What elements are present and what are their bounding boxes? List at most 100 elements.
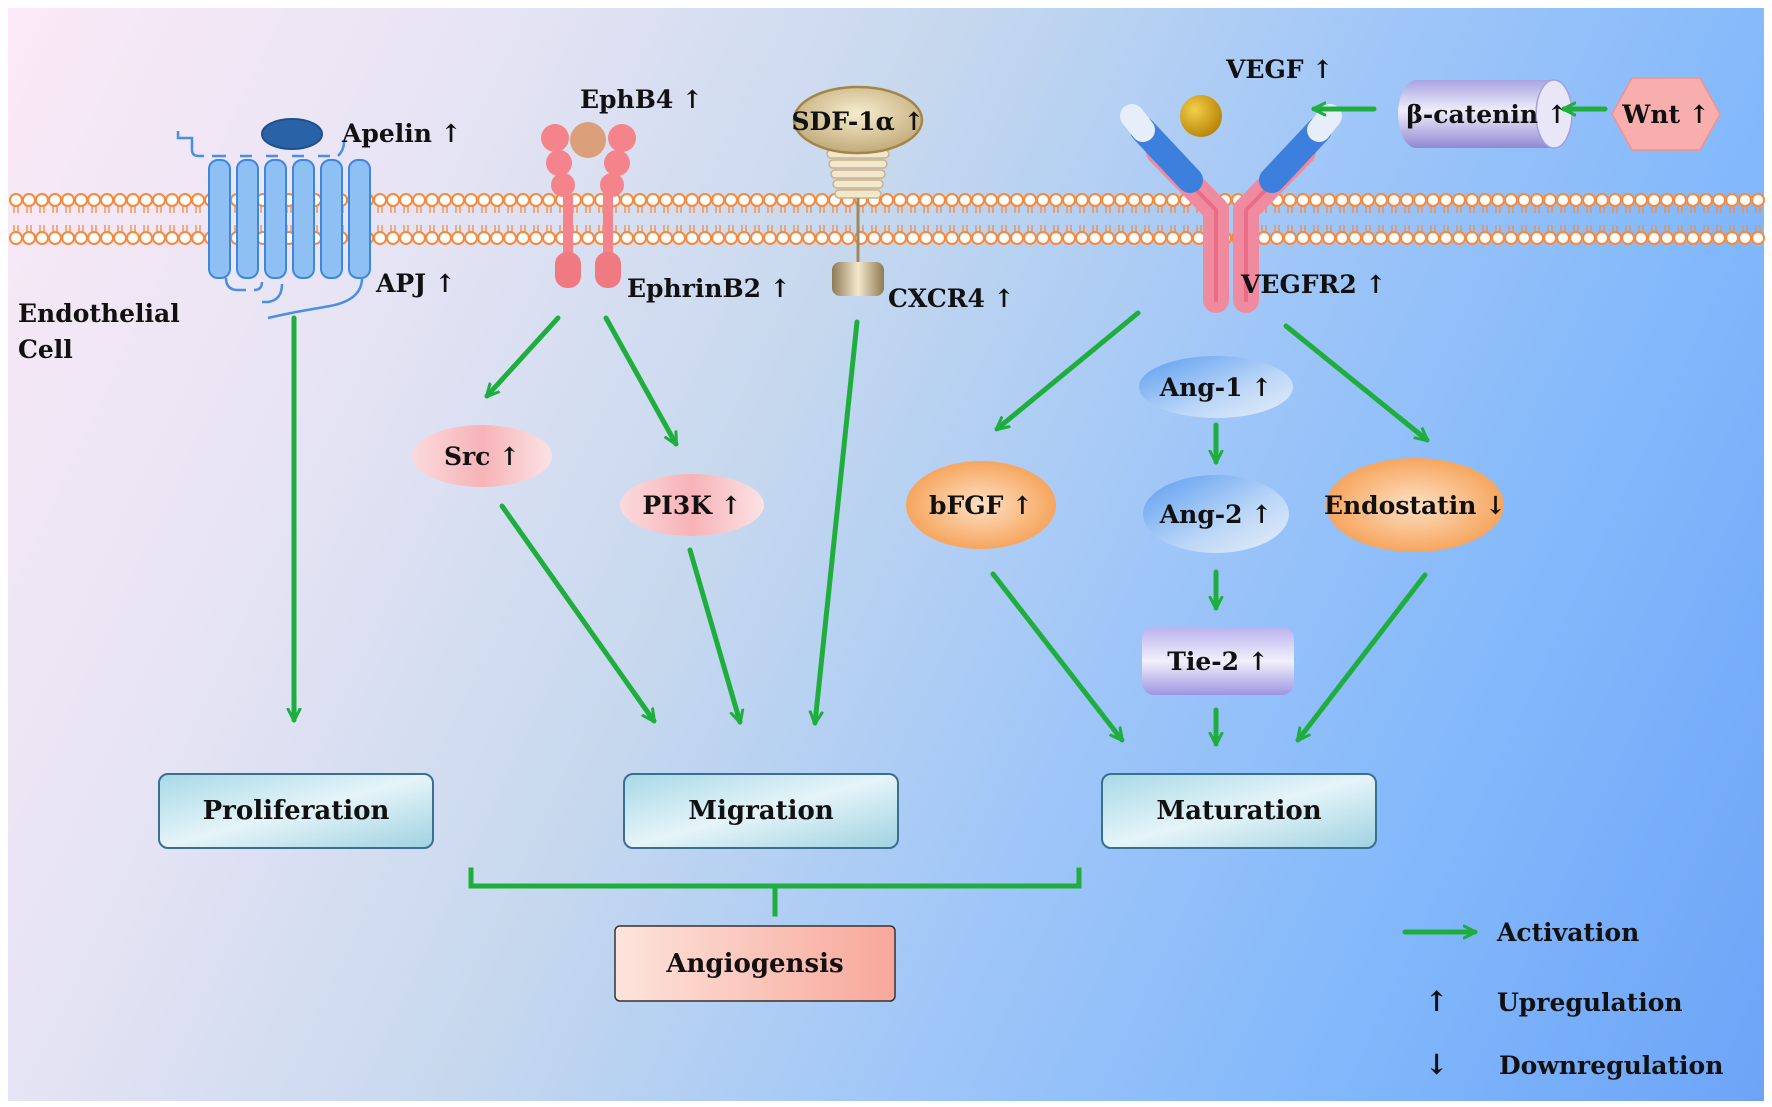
lipid-head	[1426, 193, 1440, 207]
bfgf-label: bFGF ↑	[929, 490, 1033, 520]
lipid-head	[477, 231, 491, 245]
tie2-label: Tie-2 ↑	[1167, 646, 1269, 676]
lipid-tail	[702, 225, 708, 232]
lipid-head	[971, 231, 985, 245]
lipid-head	[1361, 231, 1375, 245]
lipid-tail	[598, 225, 604, 232]
lipid-tail	[715, 225, 721, 232]
lipid-head	[906, 231, 920, 245]
lipid-head	[1348, 193, 1362, 207]
lipid-tail	[533, 225, 539, 232]
lipid-head	[386, 231, 400, 245]
lipid-tail	[1105, 206, 1111, 213]
lipid-tail	[1430, 206, 1436, 213]
lipid-head	[997, 231, 1011, 245]
lipid-tail	[1391, 225, 1397, 232]
lipid-head	[1608, 193, 1622, 207]
bfgf-node	[906, 461, 1056, 549]
lipid-tail	[13, 225, 19, 232]
lipid-head	[1309, 231, 1323, 245]
lipid-tail	[1287, 206, 1293, 213]
lipid-head	[789, 193, 803, 207]
pi3k-label: PI3K ↑	[642, 490, 742, 520]
lipid-tail	[819, 225, 825, 232]
lipid-tail	[1339, 225, 1345, 232]
lipid-head	[672, 231, 686, 245]
lipid-tail	[1690, 225, 1696, 232]
lipid-head	[1738, 231, 1752, 245]
lipid-tail	[806, 206, 812, 213]
lipid-tail	[169, 225, 175, 232]
lipid-tail	[1586, 206, 1592, 213]
lipid-tail	[1014, 206, 1020, 213]
lipid-tail	[1690, 206, 1696, 213]
lipid-tail	[546, 225, 552, 232]
lipid-tail	[13, 206, 19, 213]
lipid-head	[1166, 231, 1180, 245]
lipid-tail	[1027, 206, 1033, 213]
lipid-head	[1673, 193, 1687, 207]
lipid-tail	[663, 225, 669, 232]
lipid-tail	[949, 206, 955, 213]
lipid-head	[672, 193, 686, 207]
lipid-head	[126, 193, 140, 207]
lipid-head	[971, 193, 985, 207]
lipid-head	[737, 193, 751, 207]
lipid-tail	[1638, 225, 1644, 232]
apj-receptor	[176, 118, 371, 320]
arrow-pi3k-migration	[687, 547, 740, 725]
lipid-tail	[130, 225, 136, 232]
lipid-tail	[1378, 206, 1384, 213]
lipid-head	[1517, 231, 1531, 245]
lipid-tail	[1274, 206, 1280, 213]
lipid-head	[1686, 193, 1700, 207]
lipid-head	[412, 193, 426, 207]
lipid-tail	[156, 225, 162, 232]
lipid-head	[1673, 231, 1687, 245]
lipid-head	[1023, 231, 1037, 245]
lipid-head	[776, 231, 790, 245]
lipid-head	[1140, 231, 1154, 245]
lipid-tail	[1079, 206, 1085, 213]
lipid-tail	[65, 225, 71, 232]
lipid-tail	[507, 225, 513, 232]
lipid-tail	[897, 225, 903, 232]
ephb4-ephrinb2-complex	[541, 122, 636, 288]
lipid-tail	[910, 206, 916, 213]
lipid-head	[490, 231, 504, 245]
lipid-head	[61, 193, 75, 207]
lipid-tail	[962, 225, 968, 232]
lipid-head	[477, 193, 491, 207]
lipid-head	[984, 231, 998, 245]
lipid-head	[1452, 231, 1466, 245]
lipid-head	[698, 231, 712, 245]
lipid-head	[165, 193, 179, 207]
lipid-head	[919, 193, 933, 207]
lipid-tail	[1118, 206, 1124, 213]
lipid-head	[893, 231, 907, 245]
lipid-head	[516, 193, 530, 207]
lipid-tail	[1495, 206, 1501, 213]
lipid-head	[1062, 231, 1076, 245]
lipid-tail	[546, 206, 552, 213]
lipid-head	[1491, 231, 1505, 245]
lipid-tail	[1456, 225, 1462, 232]
lipid-head	[1413, 193, 1427, 207]
lipid-tail	[1378, 225, 1384, 232]
lipid-head	[1101, 193, 1115, 207]
lipid-tail	[871, 225, 877, 232]
lipid-head	[1621, 231, 1635, 245]
lipid-tail	[793, 225, 799, 232]
lipid-head	[412, 231, 426, 245]
cxcr4-label: CXCR4 ↑	[888, 284, 1015, 313]
arrow-vegfr2-bfgf	[994, 310, 1141, 432]
lipid-head	[906, 193, 920, 207]
vegfr2-receptor	[1120, 95, 1342, 313]
lipid-tail	[1612, 206, 1618, 213]
angiogenesis-label: Angiogensis	[666, 948, 844, 979]
lipid-tail	[1105, 225, 1111, 232]
lipid-head	[815, 231, 829, 245]
lipid-head	[1140, 193, 1154, 207]
lipid-head	[1010, 231, 1024, 245]
lipid-head	[685, 231, 699, 245]
